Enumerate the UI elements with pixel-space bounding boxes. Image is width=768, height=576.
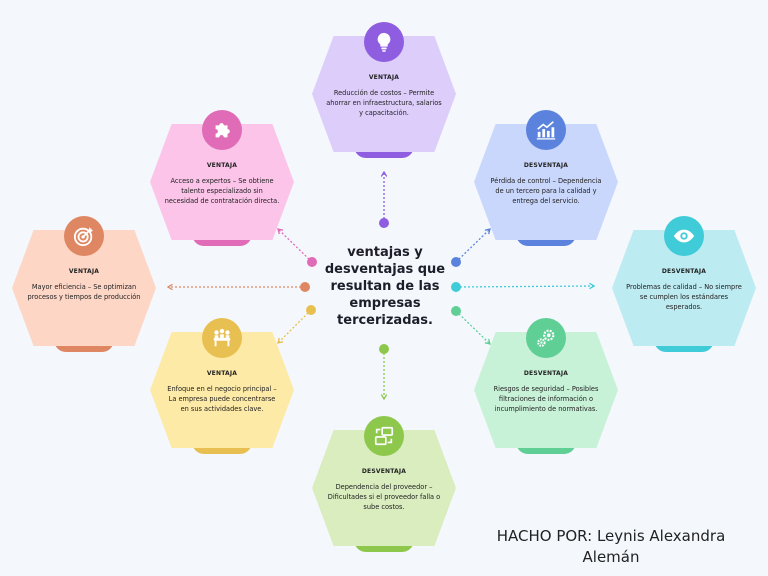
connector-dot-top	[379, 218, 389, 228]
node-kind-label: DESVENTAJA	[361, 468, 407, 475]
meeting-icon	[202, 318, 242, 358]
node-description: Riesgos de seguridad – Posibles filtraci…	[493, 385, 599, 413]
lightbulb-icon	[364, 22, 404, 62]
node-description: Pérdida de control – Dependencia de un t…	[490, 177, 602, 205]
connector-dot-bottom	[379, 344, 389, 354]
center-title: ventajas y desventajas que resultan de l…	[324, 245, 446, 328]
connector-dot-right	[451, 282, 461, 292]
connector-dot-upper-right	[451, 257, 461, 267]
connector-dot-lower-left	[306, 305, 316, 315]
node-text: VENTAJA Acceso a expertos – Se obtiene ta…	[164, 162, 280, 206]
node-kind-label: DESVENTAJA	[661, 268, 707, 275]
author-credit: HACHO POR: Leynis Alexandra Alemán	[496, 527, 726, 566]
transfer-icon	[364, 416, 404, 456]
connector-arrow-lower-left	[277, 337, 284, 344]
connector-line-right	[455, 285, 595, 288]
node-lower-left: VENTAJA Enfoque en el negocio principal –…	[150, 332, 294, 454]
node-description: Enfoque en el negocio principal – La emp…	[167, 385, 277, 413]
node-description: Acceso a expertos – Se obtiene talento e…	[164, 177, 280, 205]
node-description: Problemas de calidad – No siempre se cum…	[626, 283, 742, 311]
connector-dot-upper-left	[307, 257, 317, 267]
connector-dot-left	[300, 282, 310, 292]
node-kind-label: VENTAJA	[206, 162, 238, 169]
gears-icon	[526, 318, 566, 358]
node-kind-label: VENTAJA	[368, 74, 400, 81]
puzzle-icon	[202, 110, 242, 150]
node-text: VENTAJA Reducción de costos – Permite aho…	[326, 74, 442, 118]
node-kind-label: VENTAJA	[68, 268, 100, 275]
connector-arrow-top	[380, 170, 388, 177]
node-text: DESVENTAJA Pérdida de control – Dependenc…	[488, 162, 604, 206]
node-kind-label: VENTAJA	[206, 370, 238, 377]
node-text: VENTAJA Enfoque en el negocio principal –…	[164, 370, 280, 414]
node-text: DESVENTAJA Dependencia del proveedor – Di…	[326, 468, 442, 512]
connector-arrow-bottom	[380, 394, 388, 401]
chart-icon	[526, 110, 566, 150]
node-text: DESVENTAJA Riesgos de seguridad – Posible…	[488, 370, 604, 414]
connector-arrow-upper-right	[484, 228, 491, 235]
node-description: Reducción de costos – Permite ahorrar en…	[326, 89, 442, 117]
node-kind-label: DESVENTAJA	[523, 370, 569, 377]
connector-arrow-upper-left	[277, 228, 284, 235]
node-text: VENTAJA Mayor eficiencia – Se optimizan p…	[26, 268, 142, 302]
eye-icon	[664, 216, 704, 256]
node-upper-right: DESVENTAJA Pérdida de control – Dependenc…	[474, 124, 618, 246]
node-description: Mayor eficiencia – Se optimizan procesos…	[27, 283, 141, 301]
target-icon	[64, 216, 104, 256]
connector-arrow-left	[166, 283, 173, 291]
node-description: Dependencia del proveedor – Dificultades…	[327, 483, 441, 511]
connector-dot-lower-right	[451, 306, 461, 316]
node-text: DESVENTAJA Problemas de calidad – No siem…	[626, 268, 742, 312]
node-kind-label: DESVENTAJA	[523, 162, 569, 169]
connector-arrow-right	[589, 282, 596, 290]
connector-arrow-lower-right	[484, 338, 491, 345]
